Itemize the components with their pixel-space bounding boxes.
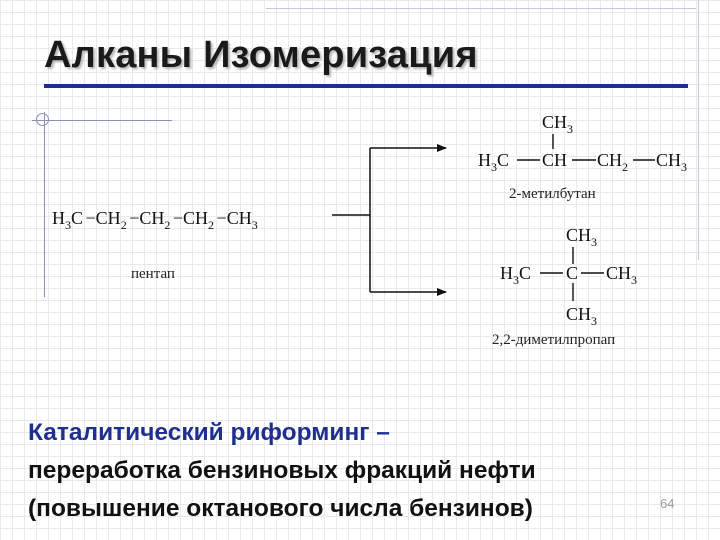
description-heading: Каталитический риформинг – — [28, 419, 390, 446]
title-underline — [44, 84, 688, 88]
description-line-3: (повышение октанового числа бензинов) — [28, 495, 533, 522]
decorative-right-line — [698, 0, 699, 260]
page-number: 64 — [660, 496, 675, 511]
description-block: Каталитический риформинг – переработка б… — [28, 414, 708, 528]
decorative-top-line — [266, 8, 696, 9]
slide-title: Алканы Изомеризация — [44, 34, 478, 76]
product2-top-group: CH3 — [566, 225, 597, 249]
product2-bottom-group: CH3 — [566, 304, 597, 328]
product1-name: 2-метилбутан — [509, 186, 596, 202]
decorative-horizontal-line — [32, 120, 172, 121]
product2-name: 2,2-диметилпропап — [492, 332, 615, 348]
decorative-circle-icon — [36, 113, 49, 126]
product1-right2-group: CH3 — [656, 150, 687, 174]
product2-left-group: H3C — [500, 263, 531, 287]
product1-center-group: CH — [542, 150, 567, 170]
product1-right1-group: CH2 — [597, 150, 628, 174]
product1-top-group: CH3 — [542, 112, 573, 136]
decorative-vertical-line — [44, 112, 45, 297]
isomerization-diagram: H3C −CH2 −CH2 −CH2 −CH3 пентап CH3 H3C C… — [52, 112, 687, 348]
product2-center-atom: C — [566, 263, 578, 283]
description-line-2: переработка бензиновых фракций нефти — [28, 457, 536, 484]
pentane-formula: H3C −CH2 −CH2 −CH2 −CH3 — [52, 208, 258, 233]
product2-right-group: CH3 — [606, 263, 637, 287]
pentane-name: пентап — [131, 266, 175, 282]
product1-left-group: H3C — [478, 150, 509, 174]
